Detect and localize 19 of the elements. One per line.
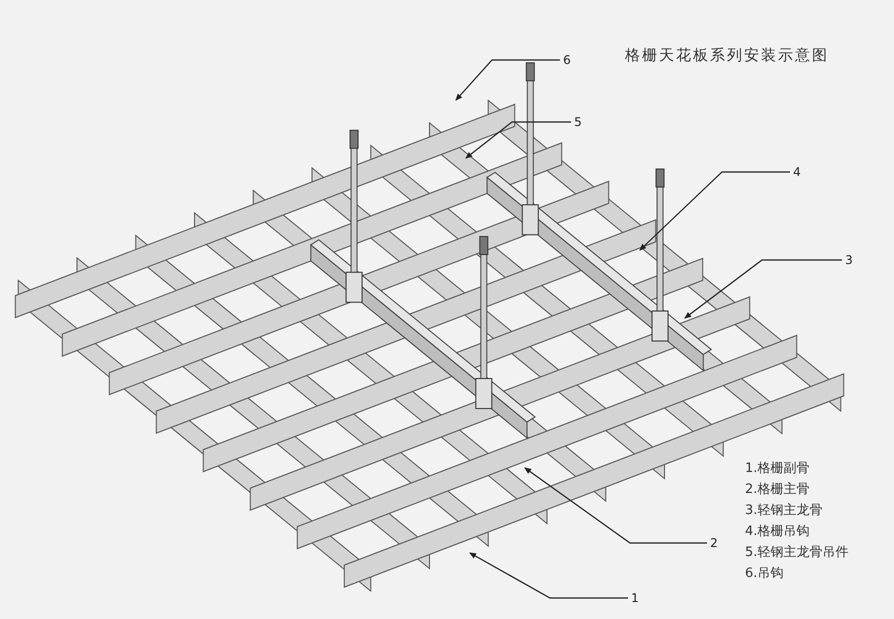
leader-line [455, 59, 560, 101]
part-list-item: 3.轻钢主龙骨 [745, 502, 824, 520]
callout-number: 6 [562, 53, 572, 67]
leader-line [639, 171, 790, 251]
callout-number: 3 [844, 253, 854, 267]
callout-number: 4 [792, 165, 802, 179]
part-list-item: 5.轻钢主龙骨吊件 [745, 544, 848, 562]
leader-line [465, 121, 571, 159]
callout-number: 1 [630, 591, 640, 605]
part-list-item: 4.格栅吊钩 [745, 523, 810, 541]
callout-number: 5 [573, 115, 583, 129]
leader-line [524, 467, 707, 544]
part-list-item: 6.吊钩 [745, 565, 784, 583]
part-list-item: 2.格栅主骨 [745, 481, 810, 499]
callout-number: 2 [709, 536, 719, 550]
part-list-item: 1.格栅副骨 [745, 460, 810, 478]
leader-line [469, 552, 628, 599]
leader-line [684, 259, 842, 319]
diagram-title: 格栅天花板系列安装示意图 [625, 46, 829, 65]
